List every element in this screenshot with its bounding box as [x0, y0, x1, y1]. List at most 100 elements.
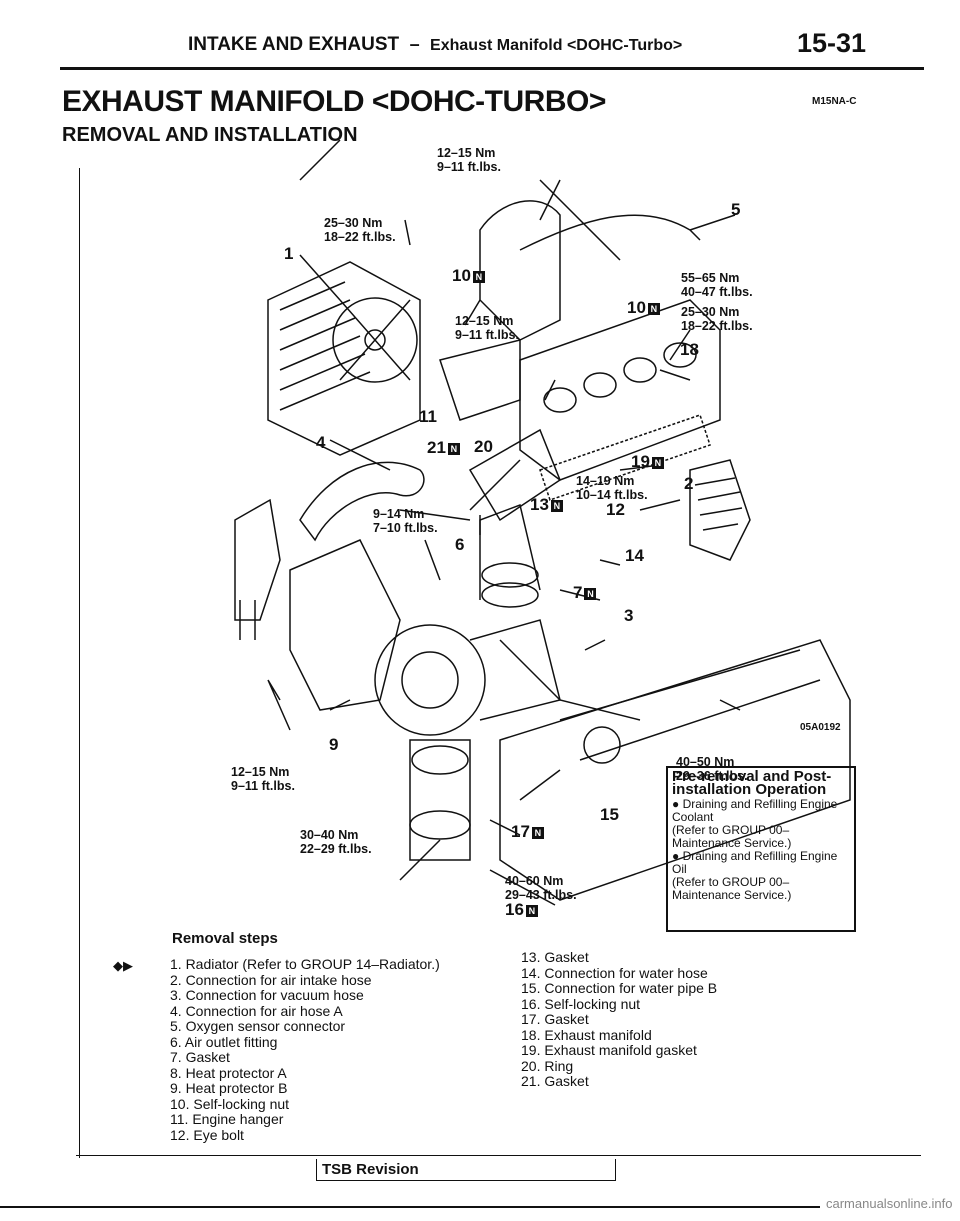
section-subtitle: REMOVAL AND INSTALLATION — [62, 124, 358, 146]
torque-nm: 12–15 Nm — [437, 146, 496, 160]
torque-label-9: 40–50 Nm 29–36 ft.lbs. — [676, 755, 748, 783]
torque-label-3: 55–65 Nm 40–47 ft.lbs. — [681, 271, 753, 299]
callout-12: 12 — [606, 500, 625, 519]
list-item: 17. Gasket — [521, 1011, 589, 1027]
callout-6: 6 — [455, 535, 465, 554]
list-item: 6. Air outlet fitting — [170, 1033, 278, 1050]
torque-nm: 25–30 Nm — [681, 305, 740, 319]
removal-steps-heading: Removal steps — [172, 930, 278, 947]
torque-ftlbs: 40–47 ft.lbs. — [681, 285, 753, 299]
callout-5: 5 — [731, 200, 741, 219]
list-item: 19. Exhaust manifold gasket — [521, 1042, 697, 1058]
tsb-revision-box: TSB Revision — [316, 1159, 616, 1181]
list-item: 4. Connection for air hose A — [170, 1002, 343, 1019]
note-item: (Refer to GROUP 00–Maintenance Service.) — [672, 823, 792, 850]
running-header: INTAKE AND EXHAUST – Exhaust Manifold <D… — [188, 34, 682, 56]
service-point-marker-icon: ◆▶ — [113, 958, 133, 973]
torque-label-8: 12–15 Nm 9–11 ft.lbs. — [231, 765, 295, 793]
callout-number: 16 — [505, 900, 524, 919]
note-item: ● Draining and Refilling Engine Oil — [672, 849, 838, 876]
header-separator: – — [409, 34, 420, 54]
callout-2: 2 — [684, 474, 694, 493]
callout-20: 20 — [474, 437, 493, 456]
pre-removal-note-box: Pre-removal and Post-installation Operat… — [666, 766, 856, 932]
torque-label-1: 12–15 Nm 9–11 ft.lbs. — [437, 146, 501, 174]
callout-number: 10 — [452, 266, 471, 285]
torque-label-7: 9–14 Nm 7–10 ft.lbs. — [373, 507, 438, 535]
list-item: 7. Gasket — [170, 1049, 230, 1065]
list-item: 11. Engine hanger — [170, 1111, 284, 1127]
footer-rule — [76, 1155, 921, 1156]
torque-ftlbs: 18–22 ft.lbs. — [324, 230, 396, 244]
removal-steps-right-list: 13. Gasket 14. Connection for water hose… — [521, 949, 718, 1090]
torque-ftlbs: 9–11 ft.lbs. — [437, 160, 501, 174]
note-heading: Pre-removal and Post-installation Operat… — [672, 768, 832, 798]
engine-block-drawing — [499, 639, 851, 901]
note-item: ● Draining and Refilling Engine Coolant — [672, 797, 838, 824]
radiator-drawing — [267, 261, 421, 456]
list-item: 8. Heat protector A — [170, 1064, 287, 1081]
callout-3: 3 — [624, 606, 634, 625]
watermark: carmanualsonline.info — [826, 1196, 953, 1211]
badge-n-icon: N — [525, 904, 538, 917]
torque-nm: 14–19 Nm — [576, 474, 635, 488]
header-section: INTAKE AND EXHAUST — [188, 34, 400, 55]
callout-15: 15 — [600, 805, 619, 824]
torque-nm: 9–14 Nm — [373, 507, 425, 521]
list-item: 3. Connection for vacuum hose — [170, 987, 364, 1003]
note-item: (Refer to GROUP 00–Maintenance Service.) — [672, 875, 792, 902]
engine-hanger-drawing — [439, 339, 521, 421]
badge-n-icon: N — [647, 302, 660, 315]
list-item: 15. Connection for water pipe B — [521, 980, 718, 996]
torque-nm: 55–65 Nm — [681, 271, 740, 285]
torque-ftlbs: 29–43 ft.lbs. — [505, 888, 577, 902]
badge-n-icon: N — [472, 270, 485, 283]
list-item: 9. Heat protector B — [170, 1080, 288, 1096]
torque-label-10: 30–40 Nm 22–29 ft.lbs. — [300, 828, 372, 856]
torque-ftlbs: 9–11 ft.lbs. — [231, 779, 295, 793]
list-item: 12. Eye bolt — [170, 1126, 244, 1143]
figure-code: 05A0192 — [800, 722, 841, 733]
torque-ftlbs: 10–14 ft.lbs. — [576, 488, 648, 502]
list-item: 20. Ring — [521, 1057, 574, 1074]
torque-label-4: 12–15 Nm 9–11 ft.lbs. — [455, 314, 519, 342]
page-number: 15-31 — [797, 28, 867, 58]
torque-ftlbs: 18–22 ft.lbs. — [681, 319, 753, 333]
callout-11: 11 — [419, 407, 437, 426]
callout-4: 4 — [316, 433, 326, 452]
intake-hose-drawing — [689, 459, 751, 561]
header-rule — [60, 67, 924, 70]
body-panel-drawing — [234, 498, 281, 621]
callout-number: 19 — [631, 452, 650, 471]
turbocharger-drawing — [374, 503, 561, 736]
badge-n-icon: N — [447, 442, 460, 455]
margin-rule — [79, 168, 80, 1158]
torque-ftlbs: 9–11 ft.lbs. — [455, 328, 519, 342]
doc-code: M15NA-C — [812, 96, 857, 107]
torque-label-11: 40–60 Nm 29–43 ft.lbs. — [505, 874, 577, 902]
list-item: 16. Self-locking nut — [521, 995, 641, 1012]
badge-n-icon: N — [550, 499, 563, 512]
header-subsection: Exhaust Manifold <DOHC-Turbo> — [430, 37, 683, 54]
manifold-gasket-drawing — [539, 414, 711, 501]
list-item: 14. Connection for water hose — [521, 964, 708, 981]
exhaust-manifold-drawing — [468, 299, 721, 522]
callout-14: 14 — [625, 546, 644, 565]
list-item: 1. Radiator (Refer to GROUP 14–Radiator.… — [170, 956, 440, 972]
outlet-fitting-drawing — [409, 739, 471, 861]
torque-label-6: 14–19 Nm 10–14 ft.lbs. — [576, 474, 648, 502]
air-hose-a-drawing — [299, 461, 425, 542]
badge-n-icon: N — [584, 587, 597, 600]
badge-n-icon: N — [531, 826, 544, 839]
callout-number: 21 — [427, 438, 446, 457]
torque-ftlbs: 29–36 ft.lbs. — [676, 769, 748, 783]
torque-nm: 40–60 Nm — [505, 874, 564, 888]
callout-number: 13 — [530, 495, 549, 514]
torque-nm: 25–30 Nm — [324, 216, 383, 230]
